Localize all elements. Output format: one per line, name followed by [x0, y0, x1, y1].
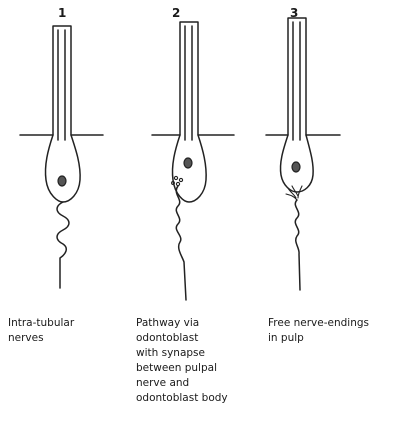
panel-3-nerve-fibre: [295, 200, 300, 290]
panel-1-number: 1: [58, 6, 66, 20]
panel-3-odontoblast-process: [293, 22, 300, 140]
panel-1-odontoblast-process: [58, 30, 65, 140]
panel-1-tubule-outer: [20, 26, 103, 135]
panel-3-number: 3: [290, 6, 298, 20]
panel-2-nucleus: [184, 158, 192, 168]
panel-1-nerve-fibre: [57, 202, 69, 288]
panel-2-odontoblast-cell: [172, 135, 206, 202]
panel-1-nucleus: [58, 176, 66, 186]
panel-1-drawing: [20, 26, 103, 288]
panel-3-nerve-endings: [286, 186, 302, 200]
panel-2-number: 2: [172, 6, 180, 20]
panel-3-caption: Free nerve-endings in pulp: [268, 316, 369, 346]
panel-2-drawing: [152, 22, 234, 300]
panel-1-odontoblast-cell: [45, 135, 80, 202]
panel-2-nerve-fibre: [176, 186, 186, 300]
panel-3-tubule-outer: [266, 18, 340, 135]
panel-2-caption: Pathway via odontoblast with synapse bet…: [136, 316, 228, 406]
panel-3-nucleus: [292, 162, 300, 172]
panel-1-caption: Intra-tubular nerves: [8, 316, 74, 346]
panel-3-drawing: [266, 18, 340, 290]
panel-2-odontoblast-process: [185, 26, 192, 140]
panel-2-tubule-outer: [152, 22, 234, 135]
